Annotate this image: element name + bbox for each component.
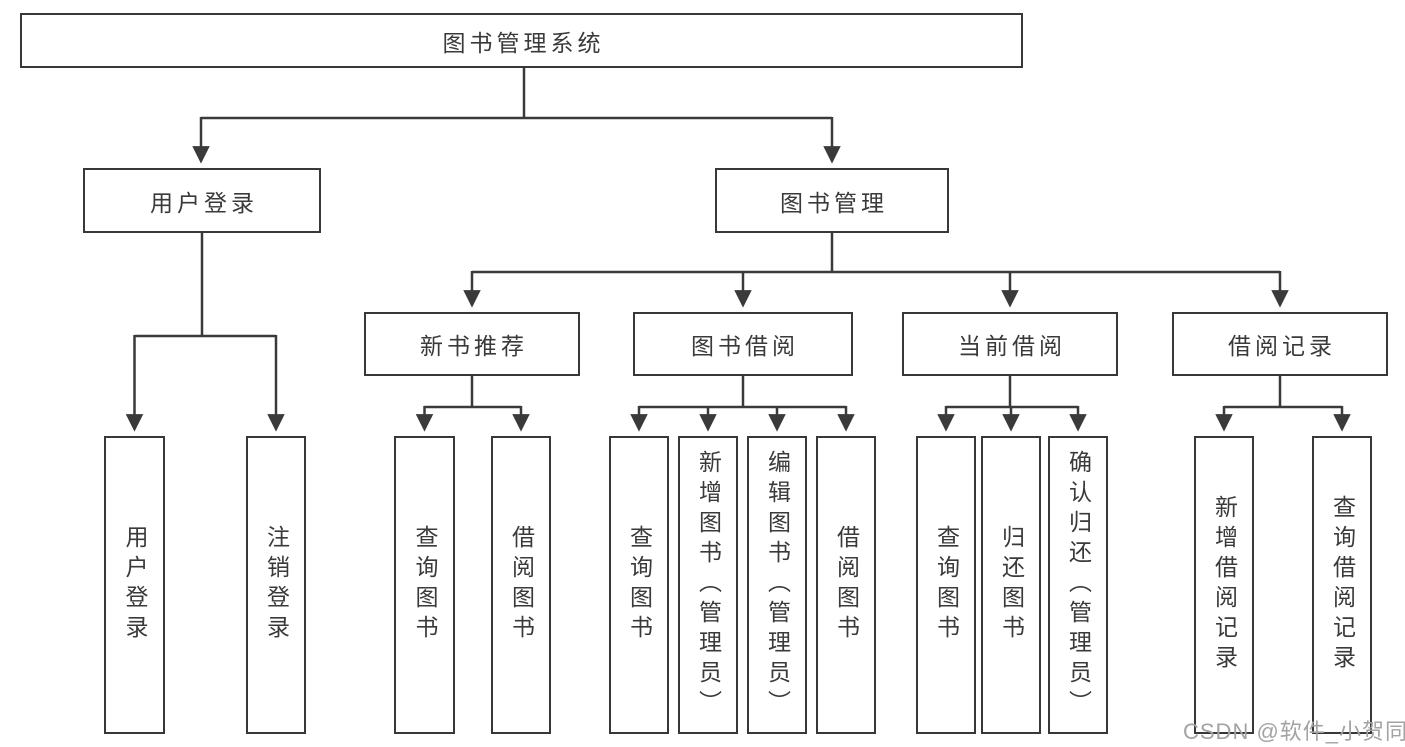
node-current-borrowing: 当前借阅 bbox=[902, 312, 1118, 376]
node-borrow-records: 借阅记录 bbox=[1172, 312, 1388, 376]
node-book-management: 图书管理 bbox=[715, 168, 949, 233]
leaf-query-borrow-record: 查询借阅记录 bbox=[1312, 436, 1372, 734]
leaf-query-books-borrowing: 查询图书 bbox=[609, 436, 669, 734]
leaf-confirm-return-admin: 确认归还（管理员） bbox=[1048, 436, 1108, 734]
node-user-login: 用户登录 bbox=[83, 168, 321, 233]
leaf-return-books: 归还图书 bbox=[981, 436, 1041, 734]
leaf-borrow-books: 借阅图书 bbox=[816, 436, 876, 734]
node-new-book-recommend: 新书推荐 bbox=[364, 312, 580, 376]
node-library-system: 图书管理系统 bbox=[20, 13, 1023, 68]
csdn-watermark: CSDN @软件_小贺同学 bbox=[1183, 719, 1405, 744]
leaf-query-books-current: 查询图书 bbox=[916, 436, 976, 734]
node-book-borrowing: 图书借阅 bbox=[633, 312, 853, 376]
leaf-add-books-admin: 新增图书（管理员） bbox=[678, 436, 738, 734]
leaf-borrow-books-recommend: 借阅图书 bbox=[491, 436, 551, 734]
leaf-logout: 注销登录 bbox=[246, 436, 306, 734]
leaf-query-books-recommend: 查询图书 bbox=[394, 436, 455, 734]
leaf-edit-books-admin: 编辑图书（管理员） bbox=[747, 436, 807, 734]
leaf-add-borrow-record: 新增借阅记录 bbox=[1194, 436, 1254, 734]
leaf-user-login: 用户登录 bbox=[104, 436, 165, 734]
